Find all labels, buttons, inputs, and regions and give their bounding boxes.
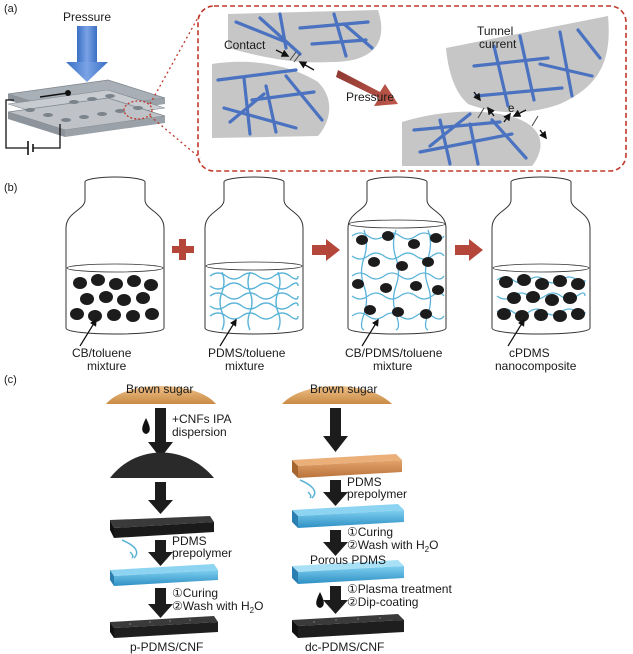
right-step3-line2: ②Dip-coating [347, 595, 418, 609]
jar4-label-2: nanocomposite [495, 359, 577, 373]
down-arrow-icon [323, 408, 348, 452]
p-pdms-cnf-block [110, 616, 218, 638]
pressure-transition-arrow [336, 70, 398, 106]
electron-label: e [508, 103, 514, 115]
sugar-pile-left [106, 386, 216, 404]
pressure-label-top: Pressure [63, 10, 111, 24]
jar-cb-toluene [65, 176, 165, 347]
sensor-device [5, 79, 166, 155]
left-step3-line1: ①Curing [172, 586, 218, 600]
jar3-label-1: CB/PDMS/toluene [345, 346, 443, 360]
plus-icon [172, 239, 194, 260]
left-result: p-PDMS/CNF [130, 640, 203, 654]
arrow-right-icon [312, 239, 340, 261]
contact-label: Contact [224, 38, 266, 52]
right-title: Brown sugar [310, 382, 377, 396]
porous-pdms-label: Porous PDMS [310, 553, 386, 567]
pour-icon [121, 539, 138, 559]
pdms-infiltrated-block-left [110, 564, 218, 586]
jar1-label-1: CB/toluene [72, 346, 132, 360]
left-step1-line2: dispersion [172, 425, 227, 439]
droplet-icon [142, 418, 150, 434]
panel-a-label: (a) [4, 3, 17, 15]
right-step2-line2: ②Wash with H2O [347, 538, 438, 554]
left-step3-line2: ②Wash with H2O [172, 599, 263, 615]
left-step1-line1: +CNFs IPA [172, 412, 231, 426]
right-step2-line1: ①Curing [347, 525, 393, 539]
right-step1-line2: prepolymer [347, 487, 407, 501]
pressure-label-inset: Pressure [346, 90, 394, 104]
jar2-label-1: PDMS/toluene [208, 346, 286, 360]
cnf-sugar-block [110, 516, 214, 538]
jar1-label-2: mixture [87, 359, 127, 373]
down-arrow-icon [148, 482, 173, 514]
jar4-label-1: cPDMS [509, 346, 550, 360]
tunnel-label-2: current [479, 37, 517, 51]
pdms-infiltrated-block-right [292, 504, 404, 528]
jar-cb-pdms-toluene [347, 176, 447, 347]
zoom-inset-frame [197, 5, 627, 172]
down-arrow-icon [148, 540, 173, 566]
left-title: Brown sugar [126, 382, 193, 396]
left-step2-line2: prepolymer [172, 546, 232, 560]
zoom-indicator [123, 13, 201, 159]
down-arrow-icon [323, 530, 348, 556]
left-step2-line1: PDMS [172, 534, 207, 548]
right-step3-line1: ①Plasma treatment [347, 582, 452, 596]
down-arrow-icon [323, 480, 348, 506]
down-arrow-icon [323, 586, 348, 614]
porous-pdms-block [292, 560, 404, 584]
jar3-label-2: mixture [373, 359, 413, 373]
tunnel-label-1: Tunnel [477, 24, 513, 38]
panel-b-label: (b) [4, 182, 17, 194]
panel-c-label: (c) [4, 374, 17, 386]
right-step1-line1: PDMS [347, 475, 382, 489]
down-arrow-icon [148, 588, 173, 618]
arrow-right-icon [455, 239, 483, 261]
jar-cpdms [491, 176, 591, 347]
right-result: dc-PDMS/CNF [305, 640, 384, 654]
jar2-label-2: mixture [225, 359, 265, 373]
down-arrow-icon [148, 408, 173, 458]
particles-after-pressure [402, 16, 609, 166]
pour-icon [299, 479, 316, 499]
compressed-sugar-block [292, 454, 402, 478]
jar-pdms-toluene [204, 176, 304, 347]
dc-pdms-cnf-block [292, 614, 404, 638]
pressure-arrow [66, 26, 108, 82]
cnf-coated-sugar-pile [110, 452, 214, 478]
particles-before-pressure [212, 10, 382, 138]
sugar-pile-right [282, 386, 392, 404]
droplet-icon [316, 592, 324, 608]
